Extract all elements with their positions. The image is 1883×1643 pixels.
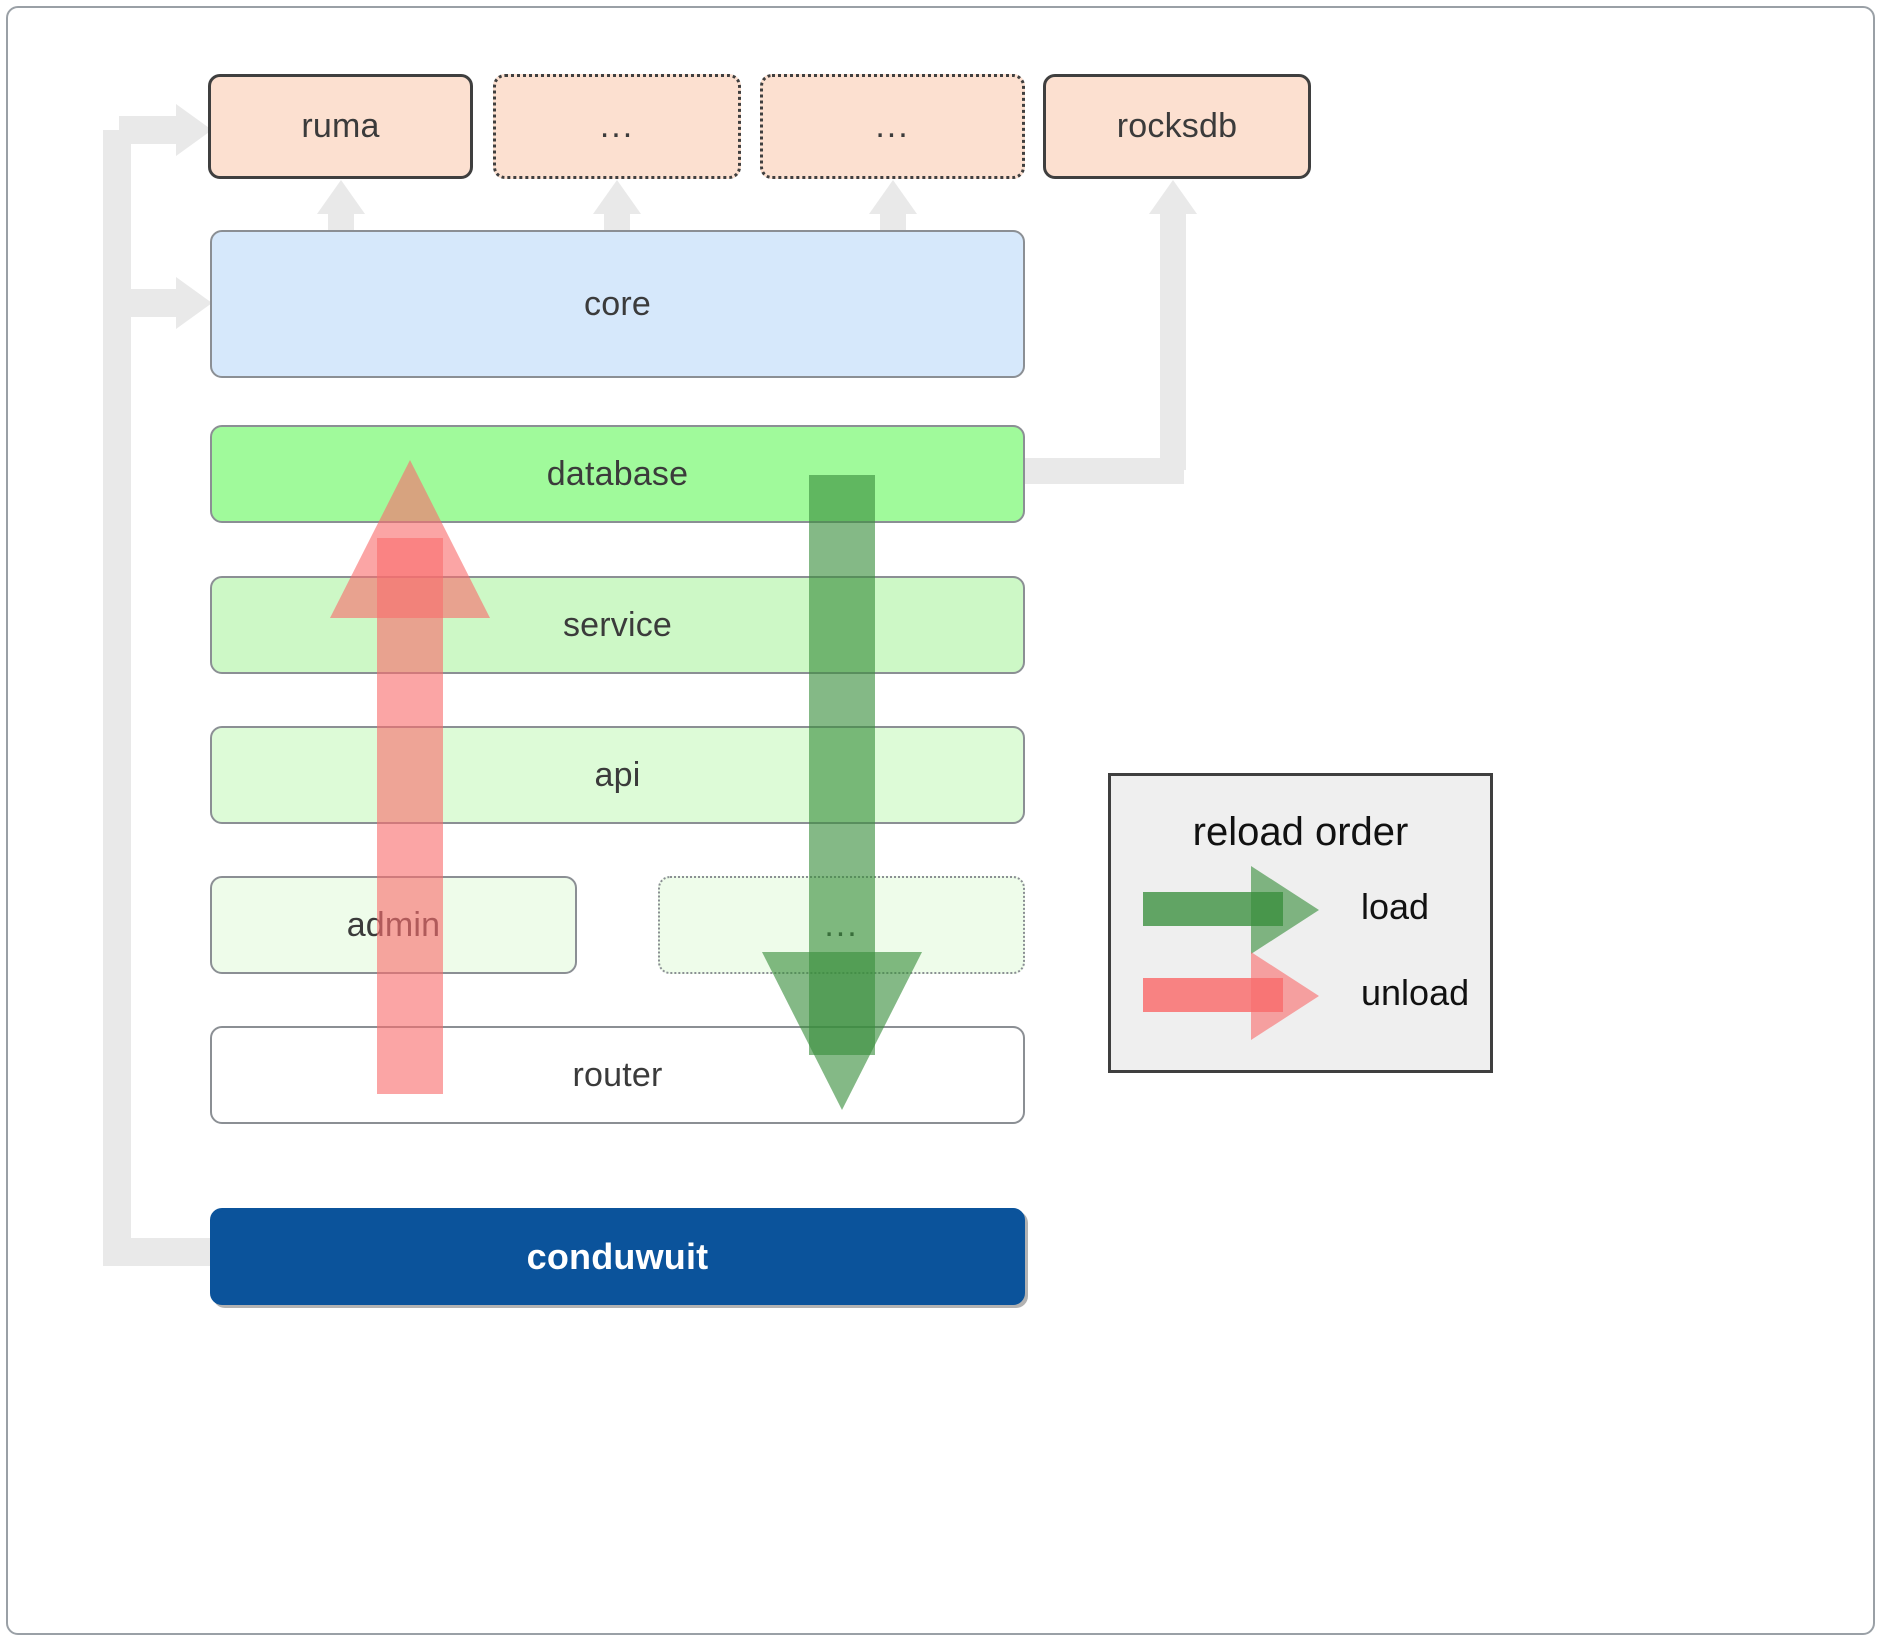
connector-to-ruma-arrowhead bbox=[176, 104, 212, 156]
legend-load-label: load bbox=[1361, 886, 1430, 927]
legend-load-arrowhead bbox=[1251, 866, 1319, 954]
connector-rocksdb-arrowhead bbox=[1149, 180, 1197, 214]
node-ruma-label: ruma bbox=[301, 107, 380, 145]
node-conduwuit[interactable]: conduwuit bbox=[210, 1208, 1025, 1305]
node-database-label: database bbox=[546, 454, 689, 493]
connector-database-to-rocksdb-horizontal bbox=[1024, 458, 1184, 484]
node-core-label: core bbox=[584, 284, 651, 323]
node-router-label: router bbox=[572, 1055, 663, 1094]
node-external-3[interactable]: ... bbox=[760, 74, 1025, 179]
node-conduwuit-label: conduwuit bbox=[526, 1235, 709, 1277]
node-external-2-label: ... bbox=[599, 107, 635, 146]
connector-to-core-arrowhead bbox=[176, 277, 212, 329]
connector-database-to-rocksdb-vertical bbox=[1160, 208, 1186, 470]
connector-core-to-ruma-arrowhead bbox=[317, 180, 365, 214]
legend-unload-label: unload bbox=[1361, 972, 1470, 1013]
node-api-label: api bbox=[594, 755, 641, 794]
connector-core-to-ext3-arrowhead bbox=[869, 180, 917, 214]
node-rocksdb-label: rocksdb bbox=[1116, 107, 1238, 145]
node-core[interactable]: core bbox=[210, 230, 1025, 378]
unload-arrow-shaft bbox=[377, 538, 443, 1094]
connector-root-trunk-vertical bbox=[103, 130, 131, 1266]
legend-panel: reload order load unload bbox=[1108, 773, 1493, 1073]
diagram-frame: ruma ... ... rocksdb core database servi… bbox=[6, 6, 1875, 1635]
load-arrow-head bbox=[762, 952, 922, 1110]
legend-unload-arrowhead bbox=[1251, 952, 1319, 1040]
node-external-3-label: ... bbox=[875, 107, 910, 146]
unload-arrow-head bbox=[330, 460, 490, 618]
legend-row-unload: unload bbox=[1111, 776, 1490, 1070]
node-ruma[interactable]: ruma bbox=[208, 74, 473, 179]
connector-root-trunk-bottom bbox=[103, 1238, 213, 1266]
node-api[interactable]: api bbox=[210, 726, 1025, 824]
node-external-2[interactable]: ... bbox=[493, 74, 741, 179]
connector-core-to-ext2-arrowhead bbox=[593, 180, 641, 214]
node-rocksdb[interactable]: rocksdb bbox=[1043, 74, 1311, 179]
legend-title: reload order bbox=[1192, 810, 1409, 854]
node-service-label: service bbox=[562, 605, 673, 644]
legend-row-load: load bbox=[1111, 776, 1490, 1070]
